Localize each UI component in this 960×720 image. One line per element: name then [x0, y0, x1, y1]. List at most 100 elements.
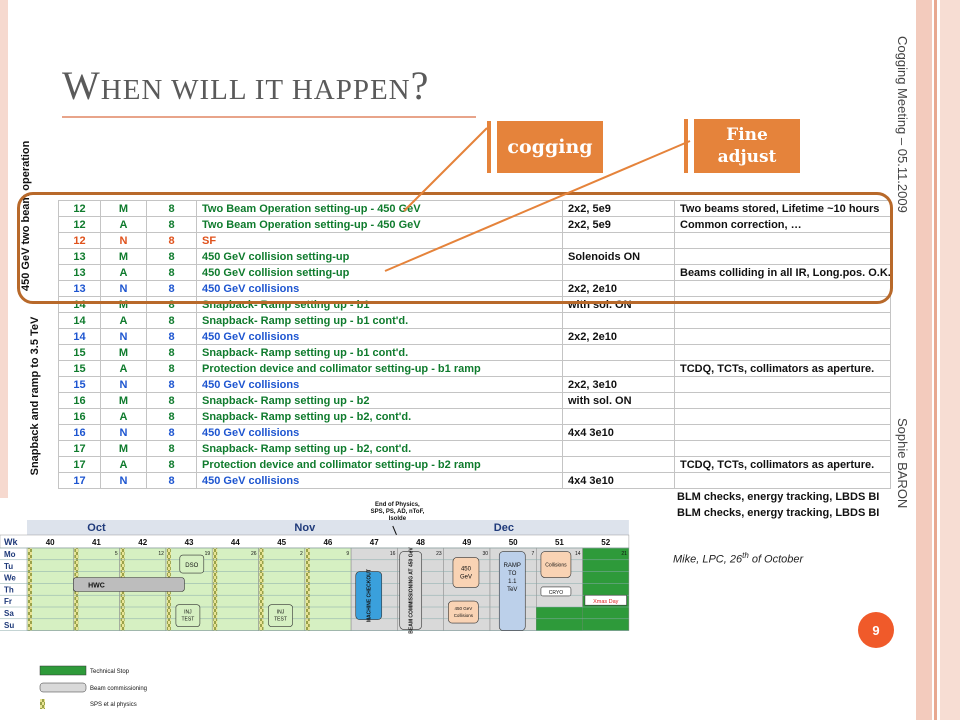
monday-date: 16: [390, 551, 396, 557]
cell-task: Snapback- Ramp setting up - b2, cont'd.: [196, 440, 563, 457]
monday-date: 21: [621, 551, 627, 557]
cryo-box: [540, 586, 572, 597]
sps-physics-marker: [213, 548, 218, 631]
box-450gev: [452, 557, 480, 588]
highlight-frame: [17, 192, 893, 304]
xmas-label: Xmas Day: [593, 599, 619, 605]
week-header-label: Wk: [4, 537, 18, 547]
ramp-label: TO: [508, 571, 517, 577]
calendar-caption: Mike, LPC, 26th of October: [673, 551, 804, 566]
cell-beam: 2x2, 5e9: [562, 200, 675, 217]
month-label: Nov: [294, 522, 316, 534]
title-underline: [62, 116, 476, 118]
hwc-bar: [73, 577, 185, 592]
week-number: 41: [92, 538, 101, 547]
tail-note: BLM checks, energy tracking, LBDS BI: [677, 507, 880, 519]
month-label: Oct: [87, 522, 106, 534]
cell-wk: 13: [58, 280, 101, 297]
day-label: Tu: [4, 562, 13, 571]
ramp-label: 1.1: [508, 579, 517, 585]
cell-task: Snapback- Ramp setting up - b1 cont'd.: [196, 312, 563, 329]
inj-test-label: TEST: [182, 617, 195, 623]
tail-notes: BLM checks, energy tracking, LBDS BI BLM…: [677, 489, 879, 521]
cell-notes: TCDQ, TCTs, collimators as aperture.: [674, 360, 891, 377]
week-column: [26, 547, 74, 631]
sps-physics-marker: [259, 548, 264, 631]
cell-beam: 2x2, 2e10: [562, 280, 675, 297]
legend-swatch-sps-physics: [40, 699, 45, 709]
right-band-1: [916, 0, 932, 720]
right-band-3: [940, 0, 960, 720]
cell-task: 450 GeV collisions: [196, 424, 563, 441]
cell-wk: 17: [58, 456, 101, 473]
box-450-collisions-label: 450 GeV: [454, 606, 472, 611]
legend-swatch-beam-commissioning: [39, 682, 87, 693]
cell-wk: 13: [58, 264, 101, 281]
sps-physics-marker: [305, 548, 310, 631]
week-number: 52: [601, 538, 610, 547]
inj-test-label: INJ: [184, 610, 192, 616]
cell-beam: 4x4 3e10: [562, 472, 675, 489]
box-450gev-label: GeV: [460, 574, 472, 580]
week-number: 44: [231, 538, 240, 547]
box-450-collisions-label: Collisions: [454, 613, 474, 618]
tail-note: BLM checks, energy tracking, LBDS BI: [677, 491, 880, 503]
cell-task: Two Beam Operation setting-up - 450 GeV: [196, 200, 563, 217]
week-number: 42: [138, 538, 147, 547]
box-450gev-label: 450: [461, 566, 472, 572]
inj-test-label: TEST: [274, 617, 287, 623]
fine-adjust-bar: [684, 119, 688, 173]
cell-task: 450 GeV collision setting-up: [196, 264, 563, 281]
cell-notes: [674, 472, 891, 489]
beam-commissioning-box: [399, 551, 423, 630]
week-number: 49: [462, 538, 471, 547]
cell-notes: TCDQ, TCTs, collimators as aperture.: [674, 456, 891, 473]
cell-task: 450 GeV collisions: [196, 472, 563, 489]
ramp-label: RAMP: [504, 563, 521, 569]
hwc-label: HWC: [88, 583, 105, 590]
monday-date: 19: [205, 551, 211, 557]
legend-label: Beam commissioning: [90, 686, 147, 692]
machine-checkout-box: [355, 571, 383, 620]
day-label: Sa: [4, 609, 14, 618]
day-label: We: [4, 574, 16, 583]
end-of-physics-note: SPS, PS, AD, nToF,: [371, 509, 425, 515]
monday-date: 23: [436, 551, 442, 557]
day-label: Fr: [4, 597, 12, 606]
cell-task: Snapback- Ramp setting up - b1 cont'd.: [196, 344, 563, 361]
cell-shift: N: [100, 472, 147, 489]
collisions-label: Collisions: [545, 563, 567, 569]
week-column: [582, 547, 630, 631]
ramp-box: [498, 551, 526, 631]
dso-label: DSO: [185, 563, 198, 569]
monday-date: 12: [158, 551, 164, 557]
day-label: Su: [4, 621, 14, 630]
week-number: 50: [509, 538, 518, 547]
machine-checkout-label: MACHINE CHECKOUT: [367, 569, 373, 622]
cell-wk: 12: [58, 232, 101, 249]
week-number: 47: [370, 538, 379, 547]
monday-date: 9: [346, 551, 349, 557]
week-number: 40: [46, 538, 55, 547]
monday-date: 14: [575, 551, 581, 557]
cell-beam: 2x2, 3e10: [562, 376, 675, 393]
beam-commissioning-label: BEAM COMMISSIONING AT 450 GeV: [409, 547, 415, 634]
dso-box: [179, 554, 205, 574]
month-header-band: [27, 520, 629, 535]
inj-test-label: INJ: [277, 610, 285, 616]
fine-adjust-leader: [384, 140, 691, 272]
ramp-label: TeV: [507, 587, 517, 593]
